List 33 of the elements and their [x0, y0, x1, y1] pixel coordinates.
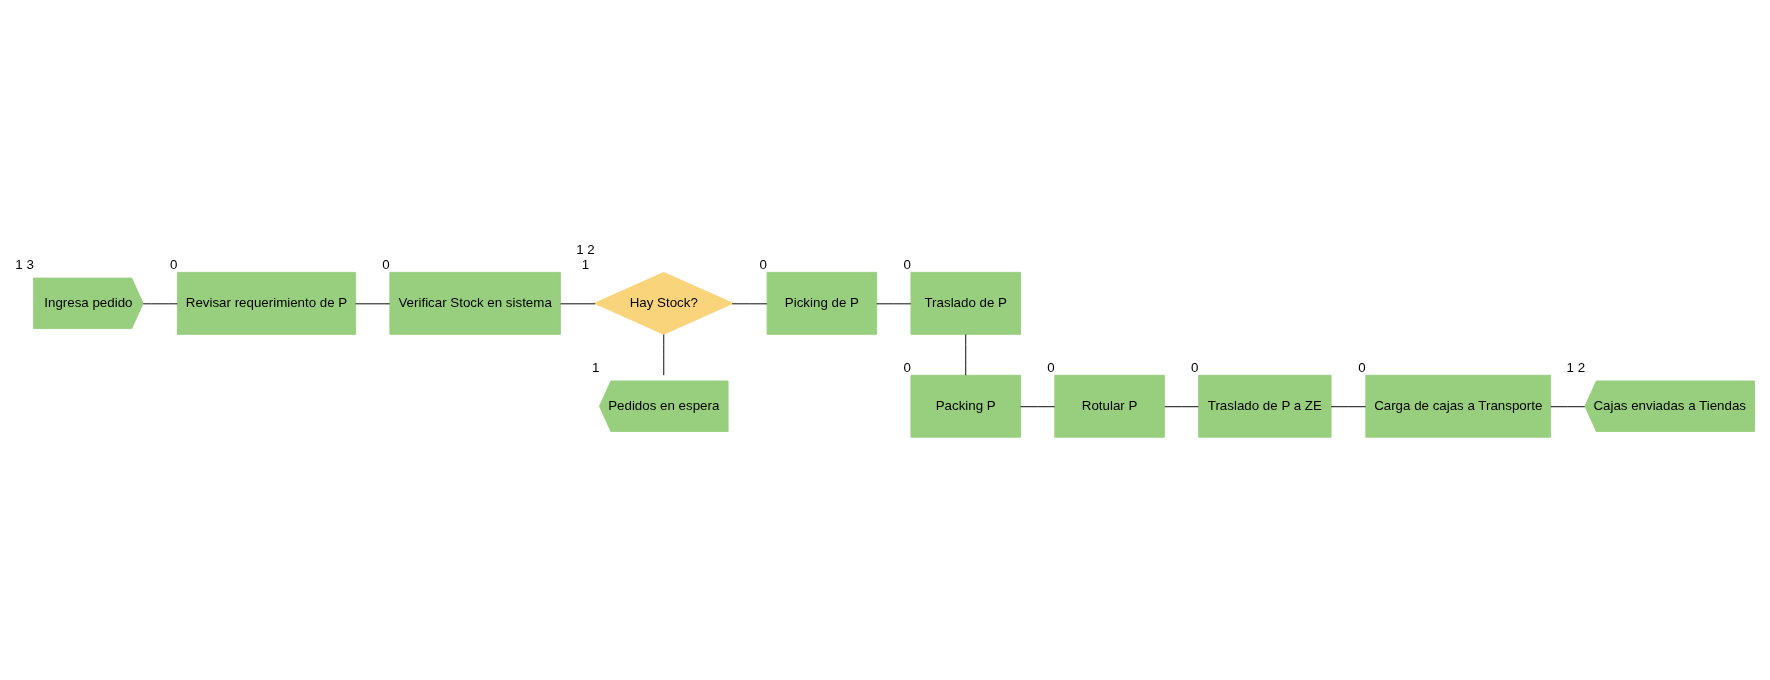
- node-box: Rotular P: [1054, 374, 1165, 438]
- node-box: Picking de P: [766, 271, 878, 335]
- node-label: 0: [1047, 359, 1055, 375]
- node-label: 0: [169, 256, 178, 272]
- connector: [731, 302, 768, 304]
- node-diamond: Hay Stock?: [593, 271, 734, 335]
- node-box: Revisar requerimiento de P: [176, 271, 357, 335]
- node-label: 0: [903, 359, 911, 375]
- node-label: 1: [591, 359, 600, 375]
- node-box: Traslado de P: [910, 271, 1021, 335]
- node-label: 1 3: [15, 256, 34, 272]
- connector: [142, 302, 178, 304]
- node-label: 1: [581, 256, 590, 272]
- connector: [663, 333, 665, 376]
- connector: [1020, 405, 1056, 407]
- node-box: Traslado de P a ZE: [1198, 374, 1332, 438]
- node-label: 0: [382, 256, 390, 272]
- connector: [876, 302, 912, 304]
- node-label: 0: [1358, 359, 1366, 375]
- node-box: Packing P: [910, 374, 1021, 438]
- node-box: Verificar Stock en sistema: [389, 271, 561, 335]
- node-label: 1 2: [1566, 359, 1586, 375]
- node-label: 0: [903, 256, 911, 272]
- node-label: 1 2: [576, 241, 595, 257]
- connector: [1550, 405, 1586, 407]
- connector: [1330, 405, 1367, 407]
- connector: [560, 302, 596, 304]
- connector: [965, 333, 967, 376]
- connector: [355, 302, 391, 304]
- node-box: Carga de cajas a Transporte: [1365, 374, 1552, 438]
- connector: [1164, 405, 1199, 407]
- node-label: 0: [759, 256, 768, 272]
- node-label: 0: [1191, 359, 1199, 375]
